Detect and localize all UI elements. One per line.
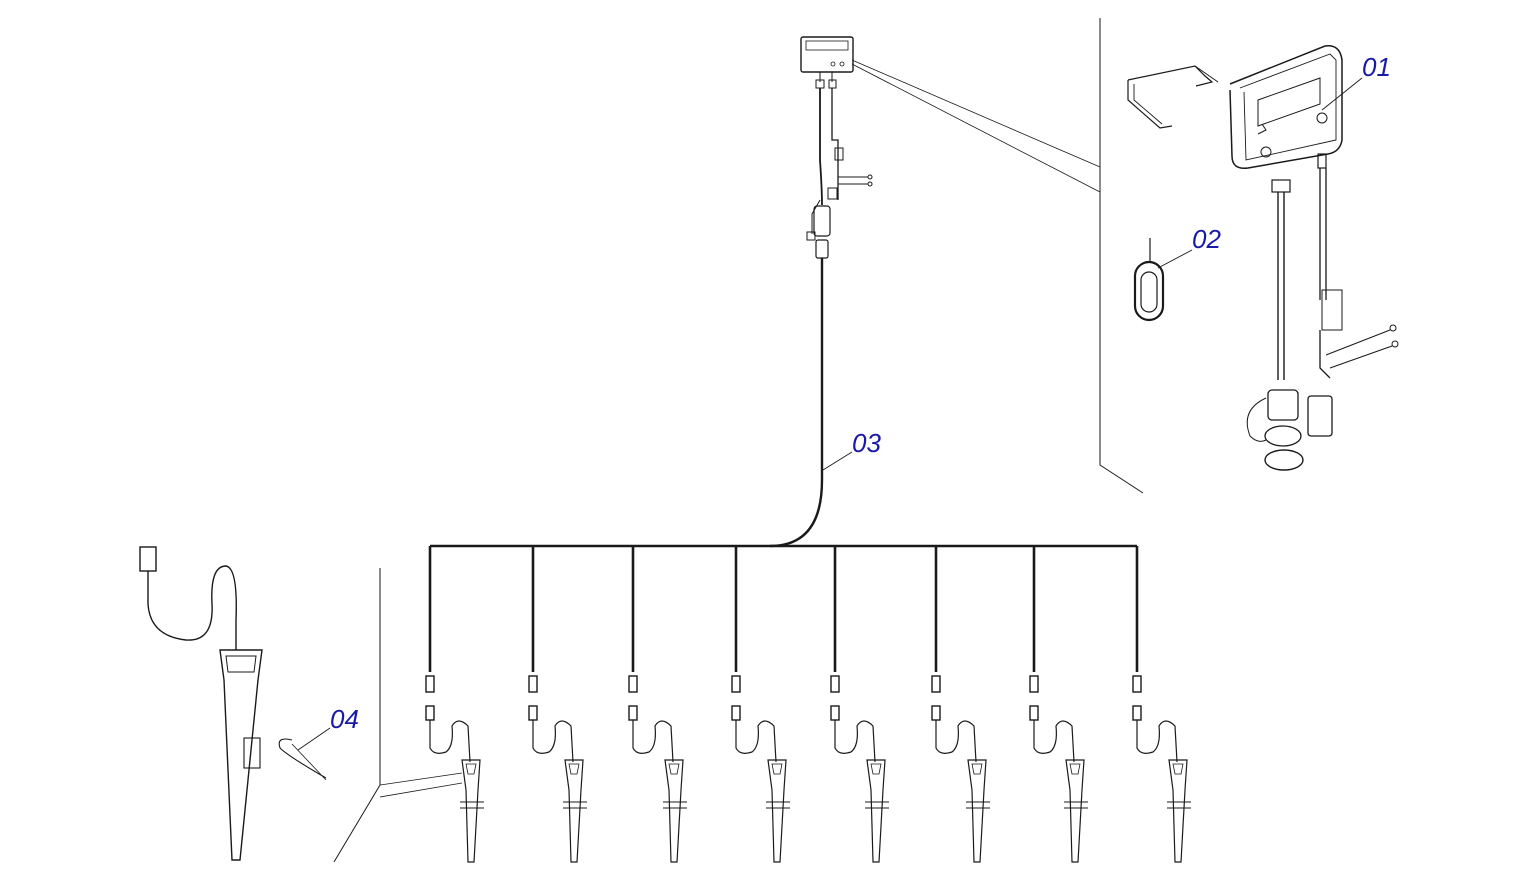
monitor-small	[800, 36, 854, 89]
sensor-2	[528, 675, 587, 863]
seed-sensors	[425, 675, 1191, 863]
sensor-7	[1029, 675, 1088, 863]
sensor-8	[1132, 675, 1191, 863]
callout-02: 02	[1192, 224, 1221, 254]
sensor-5	[830, 675, 889, 863]
sensor-1	[425, 675, 484, 863]
detail-leader-lines	[851, 59, 1101, 193]
monitor-detail	[1127, 45, 1399, 471]
callout-04: 04	[330, 704, 359, 734]
sensor-3	[628, 675, 687, 863]
callout-01: 01	[1362, 52, 1391, 82]
cable-tie-loop	[1133, 238, 1165, 322]
callout-03: 03	[852, 428, 881, 458]
monitor-cable	[769, 88, 873, 548]
sensor-6	[931, 675, 990, 863]
frame-lines	[333, 18, 1144, 863]
sensor-detail	[139, 546, 327, 861]
callout-leaders	[297, 77, 1363, 751]
harness-trunk	[428, 544, 1139, 672]
sensor-4	[731, 675, 790, 863]
